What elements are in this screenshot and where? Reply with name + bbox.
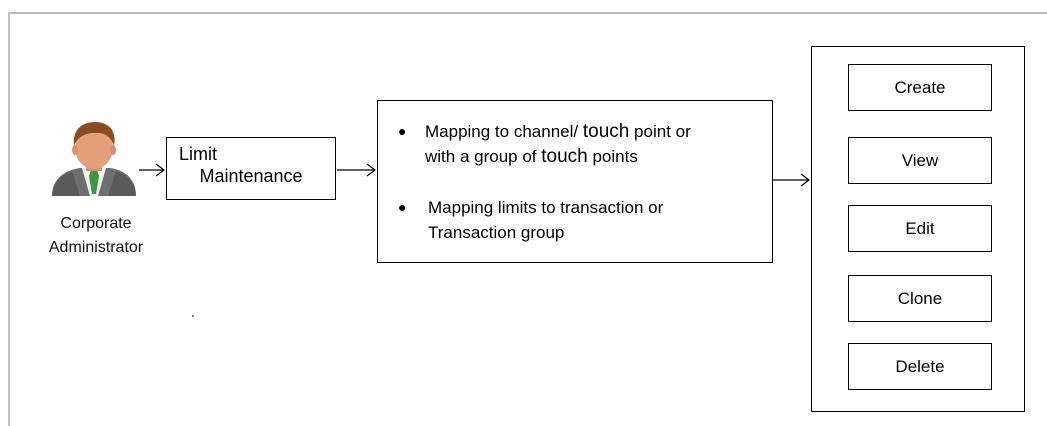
create-button[interactable]: Create xyxy=(848,64,992,111)
bullet-item-channel-mapping: Mapping to channel/ touch point or with … xyxy=(425,119,691,169)
diagram-frame xyxy=(8,12,1047,426)
limit-maintenance-box: Limit Maintenance xyxy=(166,137,336,200)
bullet-item-channel-mapping-line1: Mapping to channel/ touch point or xyxy=(425,121,691,142)
actions-box: Create View Edit Clone Delete xyxy=(811,46,1025,412)
bullet-dot: ● xyxy=(398,199,407,215)
actor-label-line1: Corporate xyxy=(60,215,132,232)
limit-maintenance-line2: Maintenance xyxy=(199,166,303,186)
bullet-item-channel-mapping-line2: with a group of touch points xyxy=(425,146,638,167)
bullet-item-transaction-mapping: Mapping limits to transaction or Transac… xyxy=(428,195,663,245)
bullet-item-transaction-mapping-line1: Mapping limits to transaction or xyxy=(428,198,664,217)
limit-maintenance-line1: Limit xyxy=(179,144,218,164)
edit-button[interactable]: Edit xyxy=(848,205,992,252)
view-button[interactable]: View xyxy=(848,137,992,184)
actor-label-line2: Administrator xyxy=(48,239,144,256)
bullet-dot: ● xyxy=(398,123,407,139)
bullet-item-transaction-mapping-line2: Transaction group xyxy=(428,223,565,242)
actor-label: Corporate Administrator xyxy=(20,212,172,260)
mapping-box: ● Mapping to channel/ touch point or wit… xyxy=(377,100,773,263)
delete-button[interactable]: Delete xyxy=(848,343,992,390)
clone-button[interactable]: Clone xyxy=(848,275,992,322)
